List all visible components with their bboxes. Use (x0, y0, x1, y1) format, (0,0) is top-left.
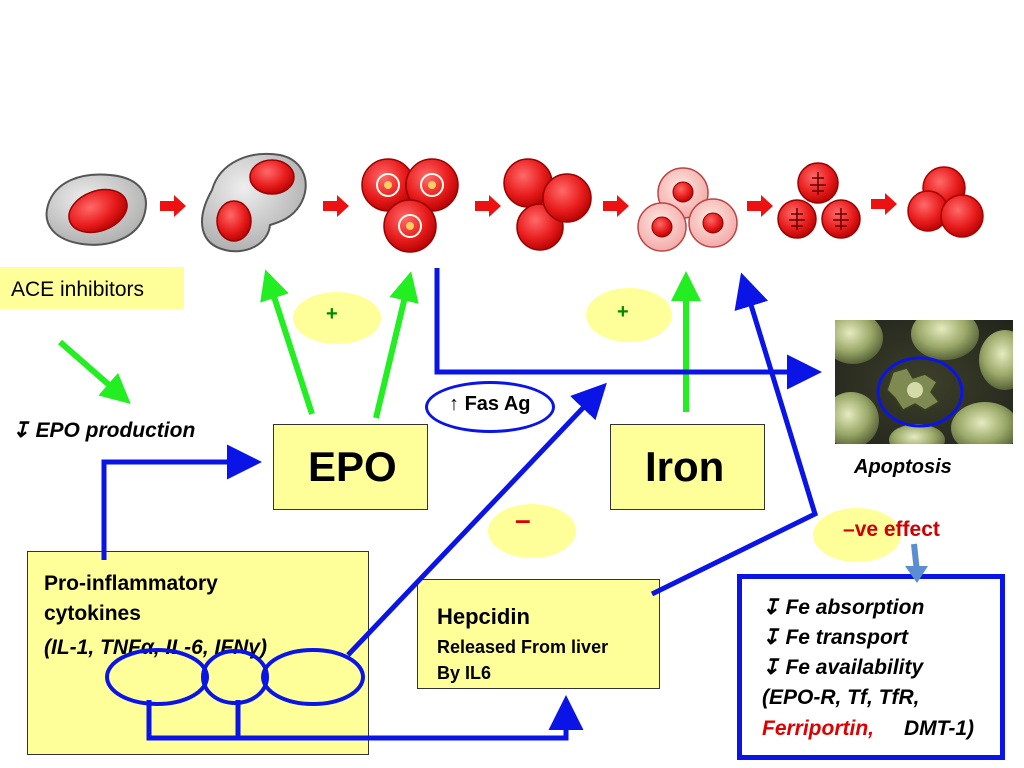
hepcidin-line2: By IL6 (437, 663, 492, 683)
blue-arrow-cytokines-to-epo (101, 444, 262, 560)
fas-ag-oval (425, 381, 555, 433)
ace-inhibitors-text: ACE inhibitors (11, 278, 145, 301)
plus-right-text: + (617, 301, 629, 323)
cytokine-receptor-oval-3 (261, 648, 365, 706)
fe-absorption-item: ↧ Fe absorption (762, 595, 924, 620)
cytokines-line3: (IL-1, TNFα, IL-6, IFNγ) (44, 636, 268, 659)
apoptosis-micrograph (835, 320, 1013, 444)
green-arrow-epo-to-stage3 (373, 271, 419, 419)
ace-inhibitors-label-box: ACE inhibitors (0, 267, 184, 309)
plus-oval-right (586, 288, 672, 342)
plus-left-text: + (326, 303, 338, 325)
hepcidin-box: Hepcidin Released From liver By IL6 (417, 579, 660, 689)
proerythroblast-cell (45, 173, 147, 246)
orthochromatic-erythroblast-cells (637, 167, 738, 252)
plus-oval-left (293, 292, 381, 344)
dividing-erythroblast-cell (201, 153, 307, 253)
blue-arrow-cytokines-to-fas (346, 382, 607, 657)
ferriportin-text: Ferriportin, (762, 717, 875, 740)
iron-box: Iron (610, 424, 765, 510)
epo-production-item: ↧ EPO production (12, 418, 195, 443)
fe-effects-box: ↧ Fe absorption ↧ Fe transport ↧ Fe avai… (737, 574, 1005, 760)
cytokine-receptor-oval-2 (201, 649, 269, 705)
hepcidin-line1: Released From liver (437, 637, 609, 657)
polychromatic-erythroblast-cells (503, 158, 592, 251)
fe-transport-item: ↧ Fe transport (762, 625, 908, 650)
cytokines-box: Pro-inflammatory cytokines (IL-1, TNFα, … (27, 551, 369, 755)
cytokines-line1: Pro-inflammatory (44, 572, 218, 595)
dmt1-text: DMT-1) (904, 717, 974, 740)
hepcidin-title: Hepcidin (437, 604, 530, 629)
green-arrow-epo-to-stage2 (260, 269, 315, 415)
fas-ag-item: ↑ Fas Ag (449, 393, 531, 416)
minus-oval (488, 504, 576, 558)
epo-box: EPO (273, 424, 428, 510)
cytokine-receptor-oval-1 (105, 648, 209, 706)
ve-effect-oval (813, 508, 901, 562)
green-arrow-ace-to-epo-production (58, 339, 131, 404)
iron-text: Iron (645, 443, 725, 490)
blue-arrow-hepcidin-to-stage5 (650, 272, 819, 597)
epo-production-text: EPO production (35, 419, 196, 442)
fe-availability-item: ↧ Fe availability (762, 655, 923, 680)
down-arrow-icon: ↧ (762, 626, 786, 649)
fe-availability-text: Fe availability (785, 656, 924, 679)
fe-receptors-text: (EPO-R, Tf, TfR, (762, 686, 920, 709)
ve-minus-text: – (843, 518, 855, 541)
fe-transport-text: Fe transport (785, 626, 908, 649)
fe-effect-pointer-arrow (905, 543, 928, 583)
apoptosis-text: Apoptosis (854, 456, 952, 478)
minus-text: – (515, 504, 531, 535)
blue-arrow-cytokines-to-hepcidin (146, 695, 584, 741)
fas-ag-text: Fas Ag (464, 393, 531, 415)
fe-absorption-text: Fe absorption (785, 596, 925, 619)
mature-erythrocytes (907, 166, 984, 238)
basophilic-erythroblast-cells (361, 158, 459, 253)
up-arrow-icon: ↑ (449, 393, 465, 415)
down-arrow-icon: ↧ (12, 419, 36, 442)
cytokines-line2: cytokines (44, 602, 141, 625)
blue-arrow-stage3-to-apoptosis (434, 268, 822, 390)
down-arrow-icon: ↧ (762, 596, 786, 619)
ve-effect-text: ve effect (854, 518, 940, 541)
stage-arrows (160, 193, 897, 217)
reticulocyte-cells (777, 162, 861, 239)
ve-effect-item: –ve effect (843, 518, 940, 542)
down-arrow-icon: ↧ (762, 656, 786, 679)
epo-text: EPO (308, 443, 397, 490)
